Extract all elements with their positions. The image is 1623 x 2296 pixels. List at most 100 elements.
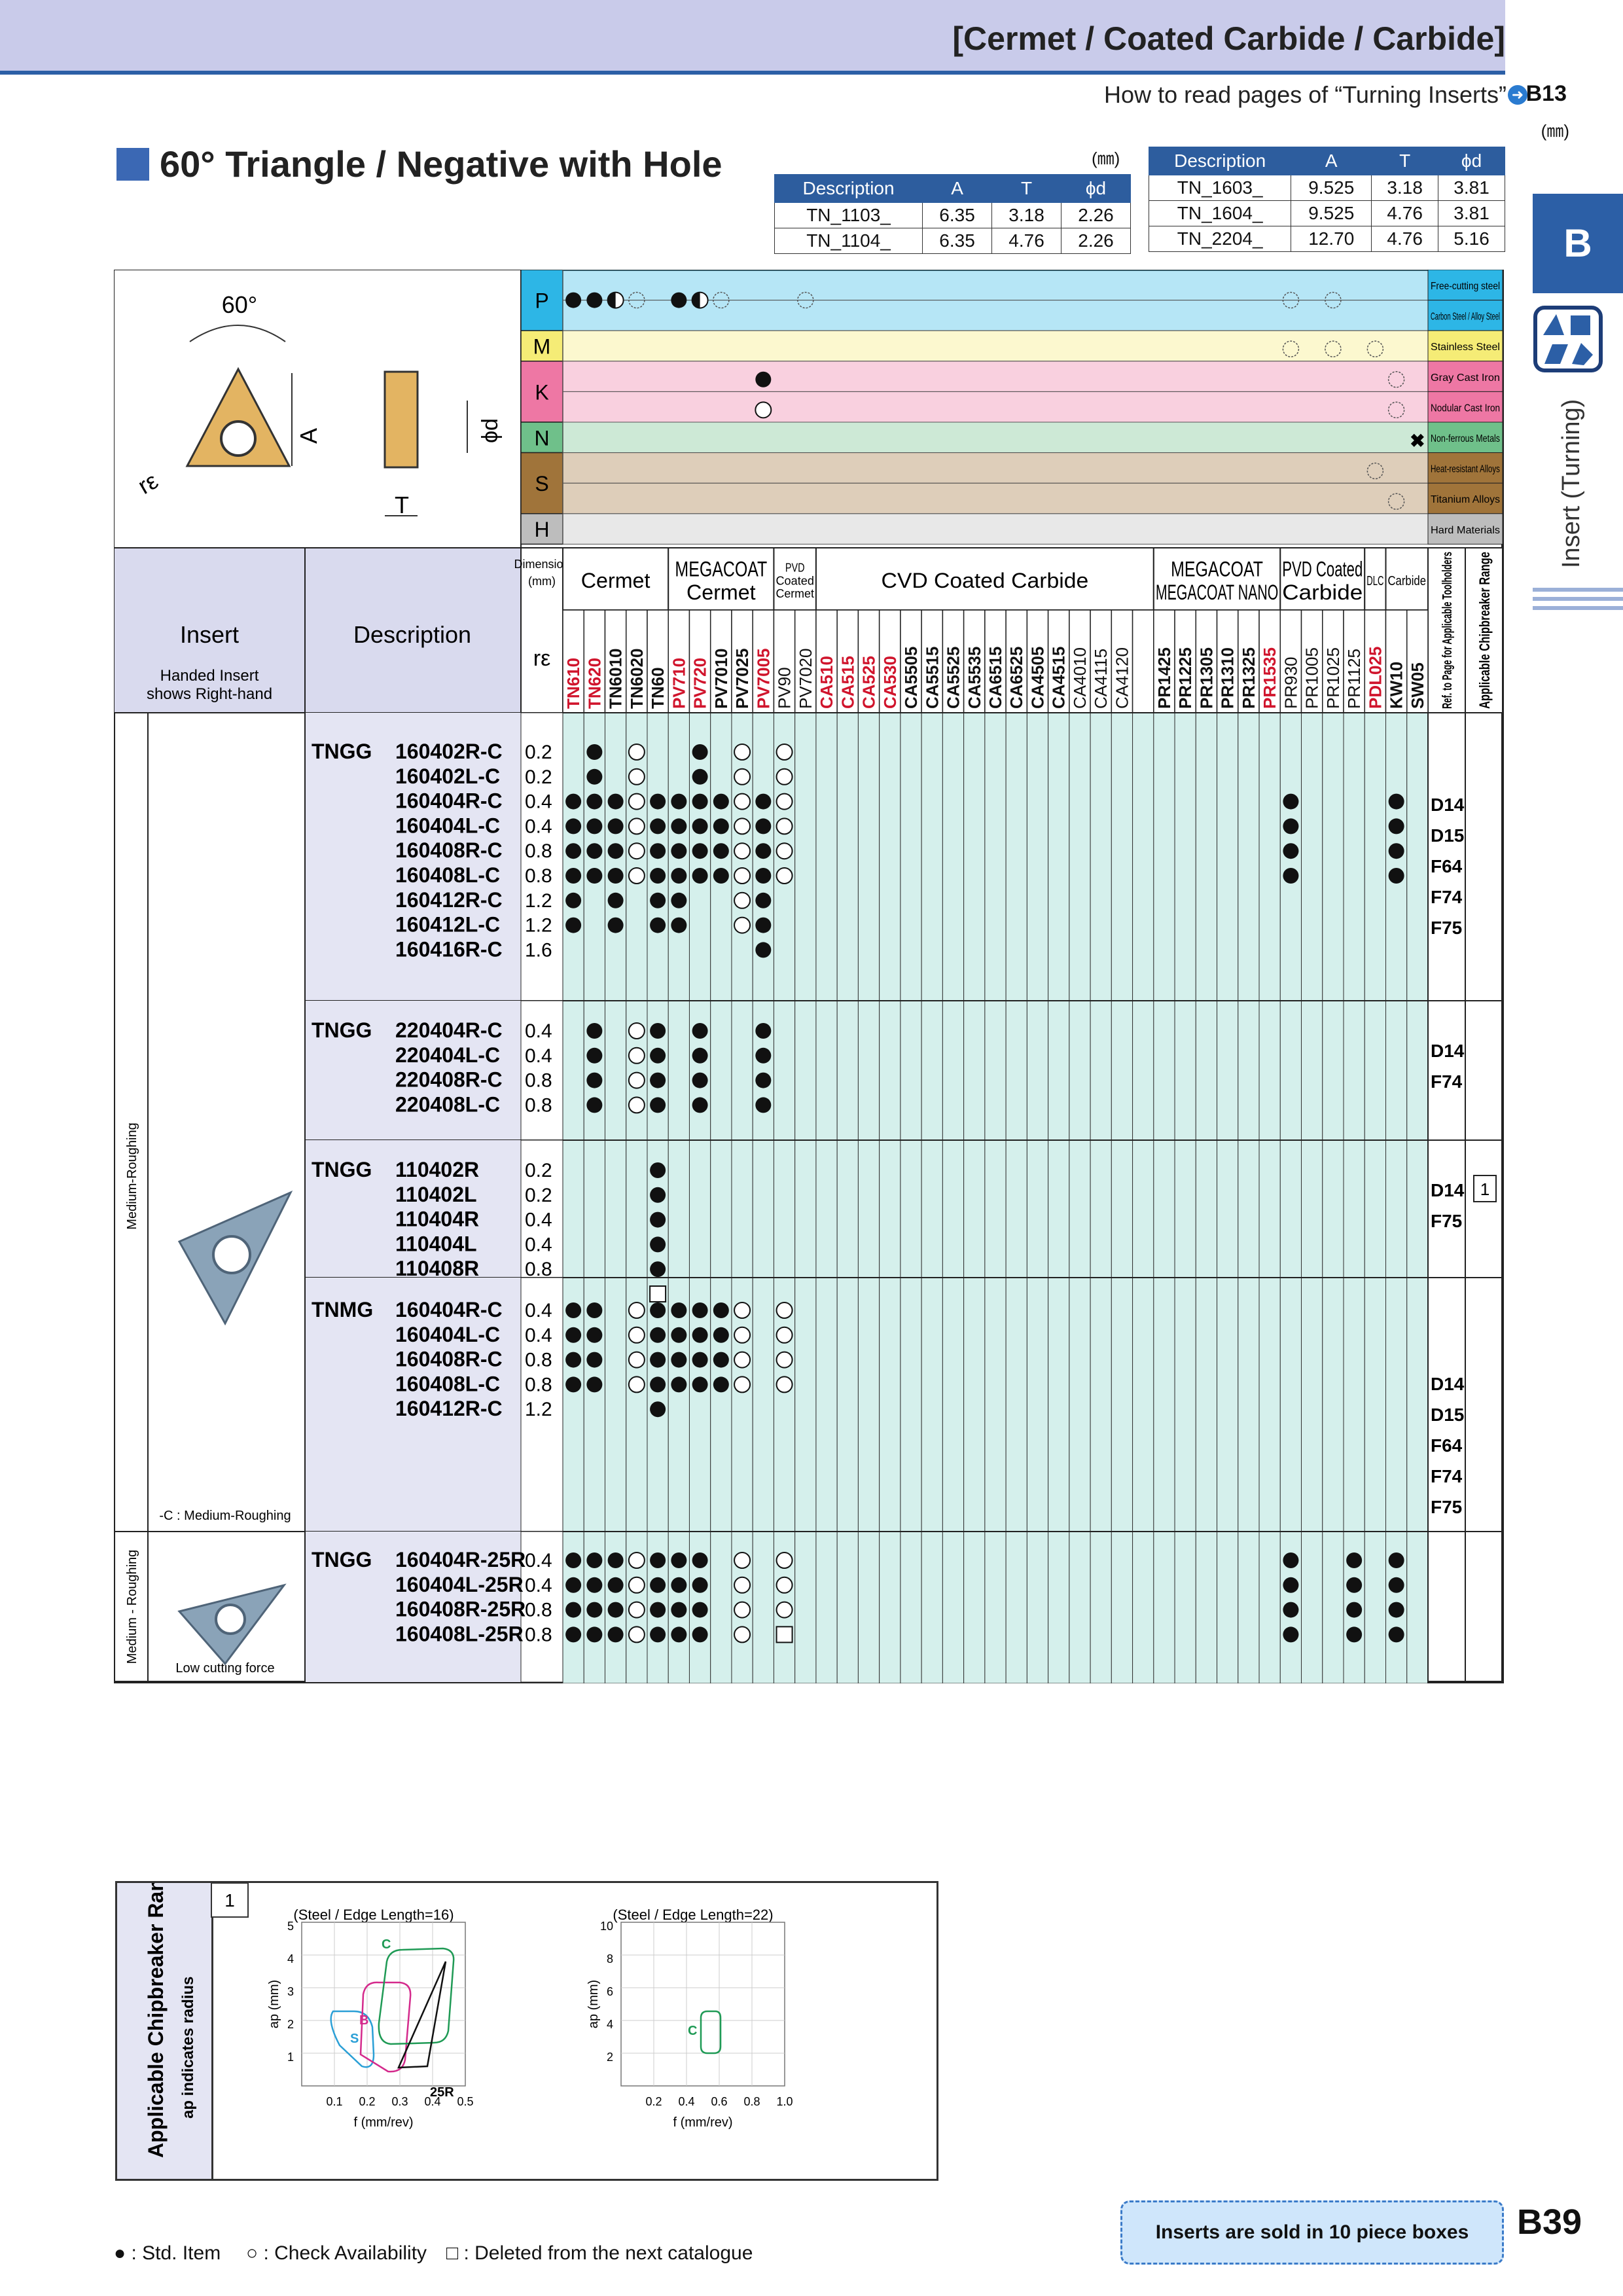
grade-header-cell <box>1343 609 1366 713</box>
availability-mark <box>650 1211 666 1228</box>
availability-mark <box>1388 843 1404 859</box>
availability-mark <box>671 1376 687 1393</box>
material-name: Stainless Steel <box>1431 342 1500 353</box>
grade-name: PV7010 <box>711 648 731 709</box>
insert-image-hole <box>212 1235 251 1274</box>
grade-group-label: DLC <box>1366 574 1383 588</box>
grade-header-cell <box>1364 609 1387 713</box>
material-code: K <box>535 380 548 404</box>
chipbreaker-ref-box <box>1473 1175 1497 1202</box>
grade-group-header <box>773 547 817 611</box>
grade-name: TN620 <box>584 658 604 709</box>
toolholder-ref: F64 <box>1431 856 1463 876</box>
availability-mark <box>692 1552 708 1568</box>
material-row <box>562 361 1429 392</box>
section-title: 60° Triangle / Negative with Hole <box>160 143 722 185</box>
availability-mark <box>692 1023 708 1039</box>
availability-mark <box>607 1626 624 1643</box>
angle-label: 60° <box>222 291 257 318</box>
grade-name: PR1310 <box>1218 647 1238 709</box>
availability-mark <box>565 1302 582 1318</box>
chipbreaker-panel-side <box>117 1883 213 2179</box>
dim-header: Description <box>1148 147 1292 175</box>
header-insert-desc <box>114 547 522 713</box>
availability-mark <box>755 892 772 908</box>
grade-header-cell <box>773 609 796 713</box>
chart-plot-area <box>620 1922 785 2087</box>
availability-mark <box>628 744 645 761</box>
material-row <box>562 270 1429 301</box>
grade-group-label: Coated <box>776 574 813 587</box>
chart-caption: (Steel / Edge Length=16) <box>293 1907 454 1923</box>
dim-cell: 4.76 <box>991 228 1061 254</box>
availability-mark <box>692 1577 708 1593</box>
grade-name: CA5505 <box>901 647 921 709</box>
availability-mark <box>607 843 624 859</box>
material-name: Hard Materials <box>1431 525 1500 536</box>
availability-mark <box>565 793 582 810</box>
availability-mark <box>692 843 708 859</box>
region-25r <box>397 1961 447 2069</box>
availability-mark <box>671 1327 687 1343</box>
availability-mark <box>692 793 708 810</box>
group-desc-bg <box>305 713 521 1001</box>
availability-mark <box>734 867 751 884</box>
insert-code: 160402L-C <box>395 764 500 788</box>
material-name-cell <box>1427 482 1503 514</box>
availability-mark <box>692 818 708 834</box>
nose-radius: 1.6 <box>525 939 552 961</box>
type-label: Medium - Roughing <box>125 1550 139 1664</box>
grade-name: CA530 <box>880 656 900 709</box>
availability-mark <box>650 843 666 859</box>
grade-column <box>1090 712 1112 1683</box>
availability-mark <box>650 1602 666 1618</box>
availability-mark <box>607 1577 624 1593</box>
dim-cell: TN_1103_ <box>774 202 923 228</box>
availability-mark <box>650 1097 666 1113</box>
chapter-tab[interactable]: B <box>1533 194 1623 293</box>
dim-cell: 3.81 <box>1438 175 1505 201</box>
grade-column <box>921 712 943 1683</box>
grade-name: CA4505 <box>1027 647 1047 709</box>
region-s-label: S <box>350 2032 359 2046</box>
availability-mark <box>692 1047 708 1064</box>
availability-mark <box>586 744 603 760</box>
availability-mark <box>586 1552 603 1568</box>
availability-mark <box>755 793 772 810</box>
availability-mark <box>650 1023 666 1039</box>
howto-page-ref[interactable]: B13 <box>1525 81 1567 106</box>
availability-mark <box>692 1626 708 1643</box>
howto-link[interactable]: How to read pages of “Turning Inserts” <box>1104 81 1507 108</box>
series-code: TNGG <box>312 1018 372 1042</box>
availability-mark <box>586 1097 603 1113</box>
toolholder-ref: F75 <box>1431 918 1462 938</box>
ref-page-header <box>1427 547 1466 713</box>
grade-name: CA6515 <box>986 647 1005 709</box>
availability-mark <box>1283 843 1299 859</box>
region-s <box>330 2010 375 2068</box>
grade-column <box>1195 712 1218 1683</box>
availability-mark <box>586 1626 603 1643</box>
dim-cell: 2.26 <box>1061 228 1131 254</box>
availability-mark <box>628 1071 645 1089</box>
grade-name: PR1005 <box>1302 647 1322 709</box>
availability-mark <box>586 1302 603 1318</box>
material-mark <box>755 371 772 387</box>
material-name-cell <box>1427 513 1503 545</box>
grade-column <box>815 712 838 1683</box>
insert-category-icon <box>1533 306 1603 372</box>
availability-mark <box>713 818 729 834</box>
grade-name: CA525 <box>859 656 879 709</box>
arrow-right-icon: ➜ <box>1508 85 1527 105</box>
dim-header: ϕd <box>1061 174 1131 203</box>
insert-code: 160408L-C <box>395 863 500 887</box>
availability-mark <box>586 1327 603 1343</box>
availability-mark <box>565 917 582 933</box>
a-label: A <box>295 428 322 444</box>
legend-std: ● : Std. Item <box>114 2242 221 2265</box>
grade-group-label: PVD Coated <box>1282 558 1363 581</box>
insert-code: 160408L-C <box>395 1372 500 1395</box>
availability-mark <box>607 818 624 834</box>
chart-ytick: 2 <box>287 2018 294 2031</box>
material-row <box>562 452 1429 484</box>
